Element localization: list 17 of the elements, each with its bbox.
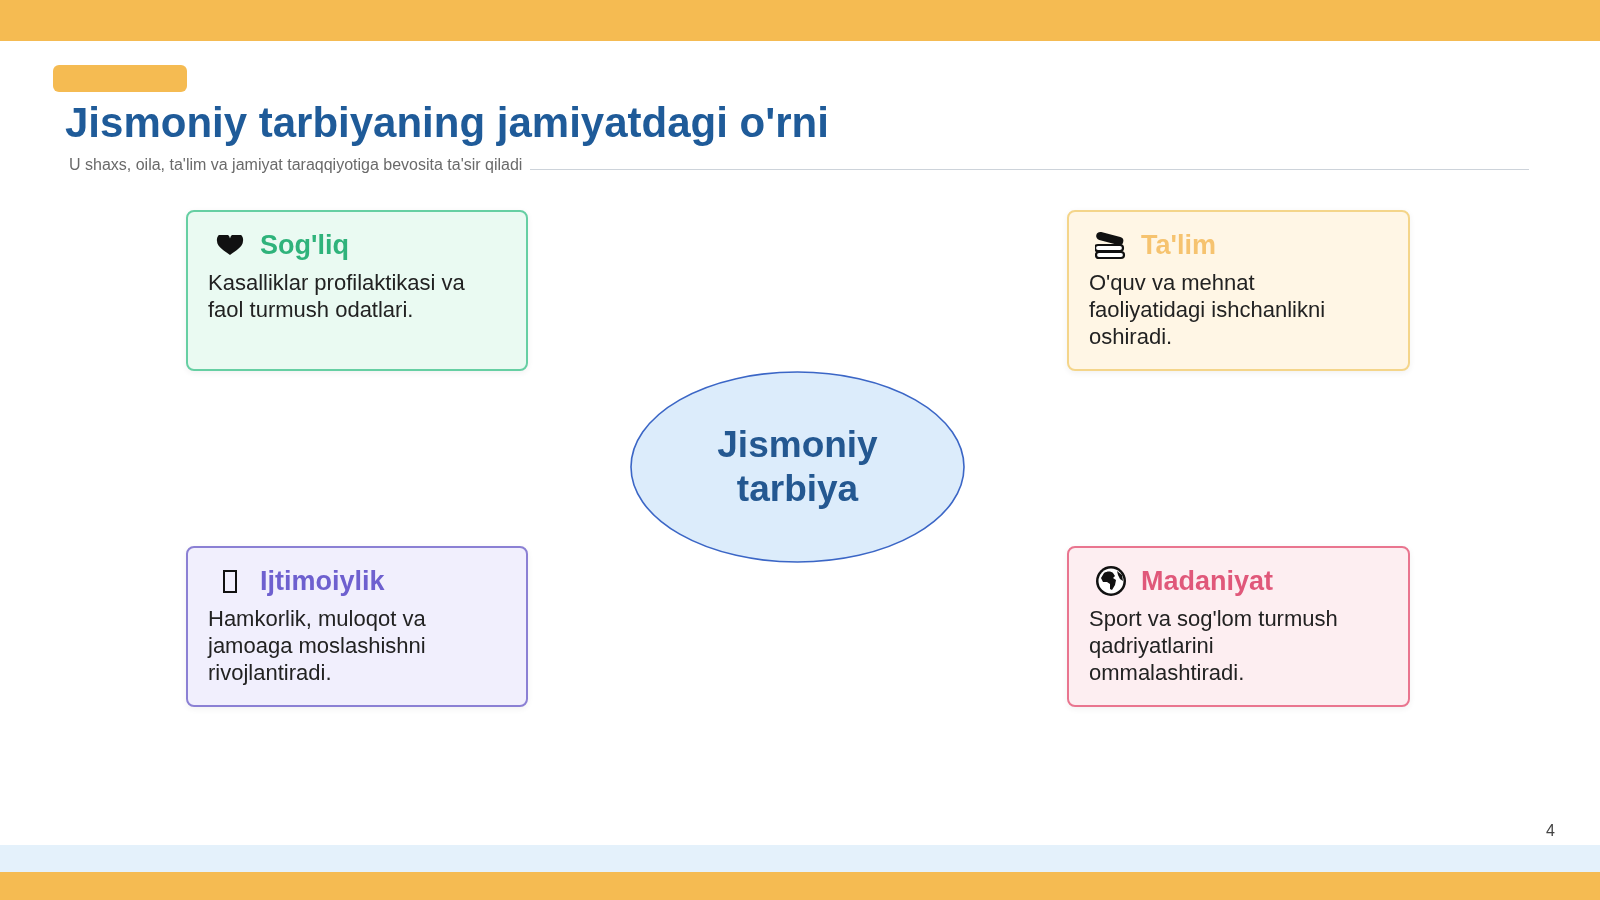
card-heading: Ijtimoiylik <box>260 565 385 597</box>
card-heading: Madaniyat <box>1141 565 1274 597</box>
page-number: 4 <box>1546 822 1555 840</box>
ellipse-node <box>630 371 965 563</box>
center-label: Jismoniy tarbiya <box>716 423 879 511</box>
card-description: Sport va sog'lom turmush qadriyatlarini ommalashtiradi. <box>1089 605 1339 686</box>
info-card <box>186 546 528 707</box>
slide-title: Jismoniy tarbiyaning jamiyatdagi o'rni <box>65 99 829 147</box>
info-card <box>1067 210 1410 371</box>
card-heading: Sog'liq <box>260 229 349 261</box>
card-description: Hamkorlik, muloqot va jamoaga moslashishni rivojlantiradi. <box>208 605 427 686</box>
info-card <box>186 210 528 371</box>
card-heading: Ta'lim <box>1141 229 1216 261</box>
card-description: O'quv va mehnat faoliyatidagi ishchanlikni oshiradi. <box>1089 269 1327 350</box>
info-card <box>1067 546 1410 707</box>
card-description: Kasalliklar profilaktikasi va faol turmush odatlari. <box>208 269 466 323</box>
subtitle: U shaxs, oila, ta'lim va jamiyat taraqqiyotiga bevosita ta'sir qiladi <box>69 155 523 174</box>
